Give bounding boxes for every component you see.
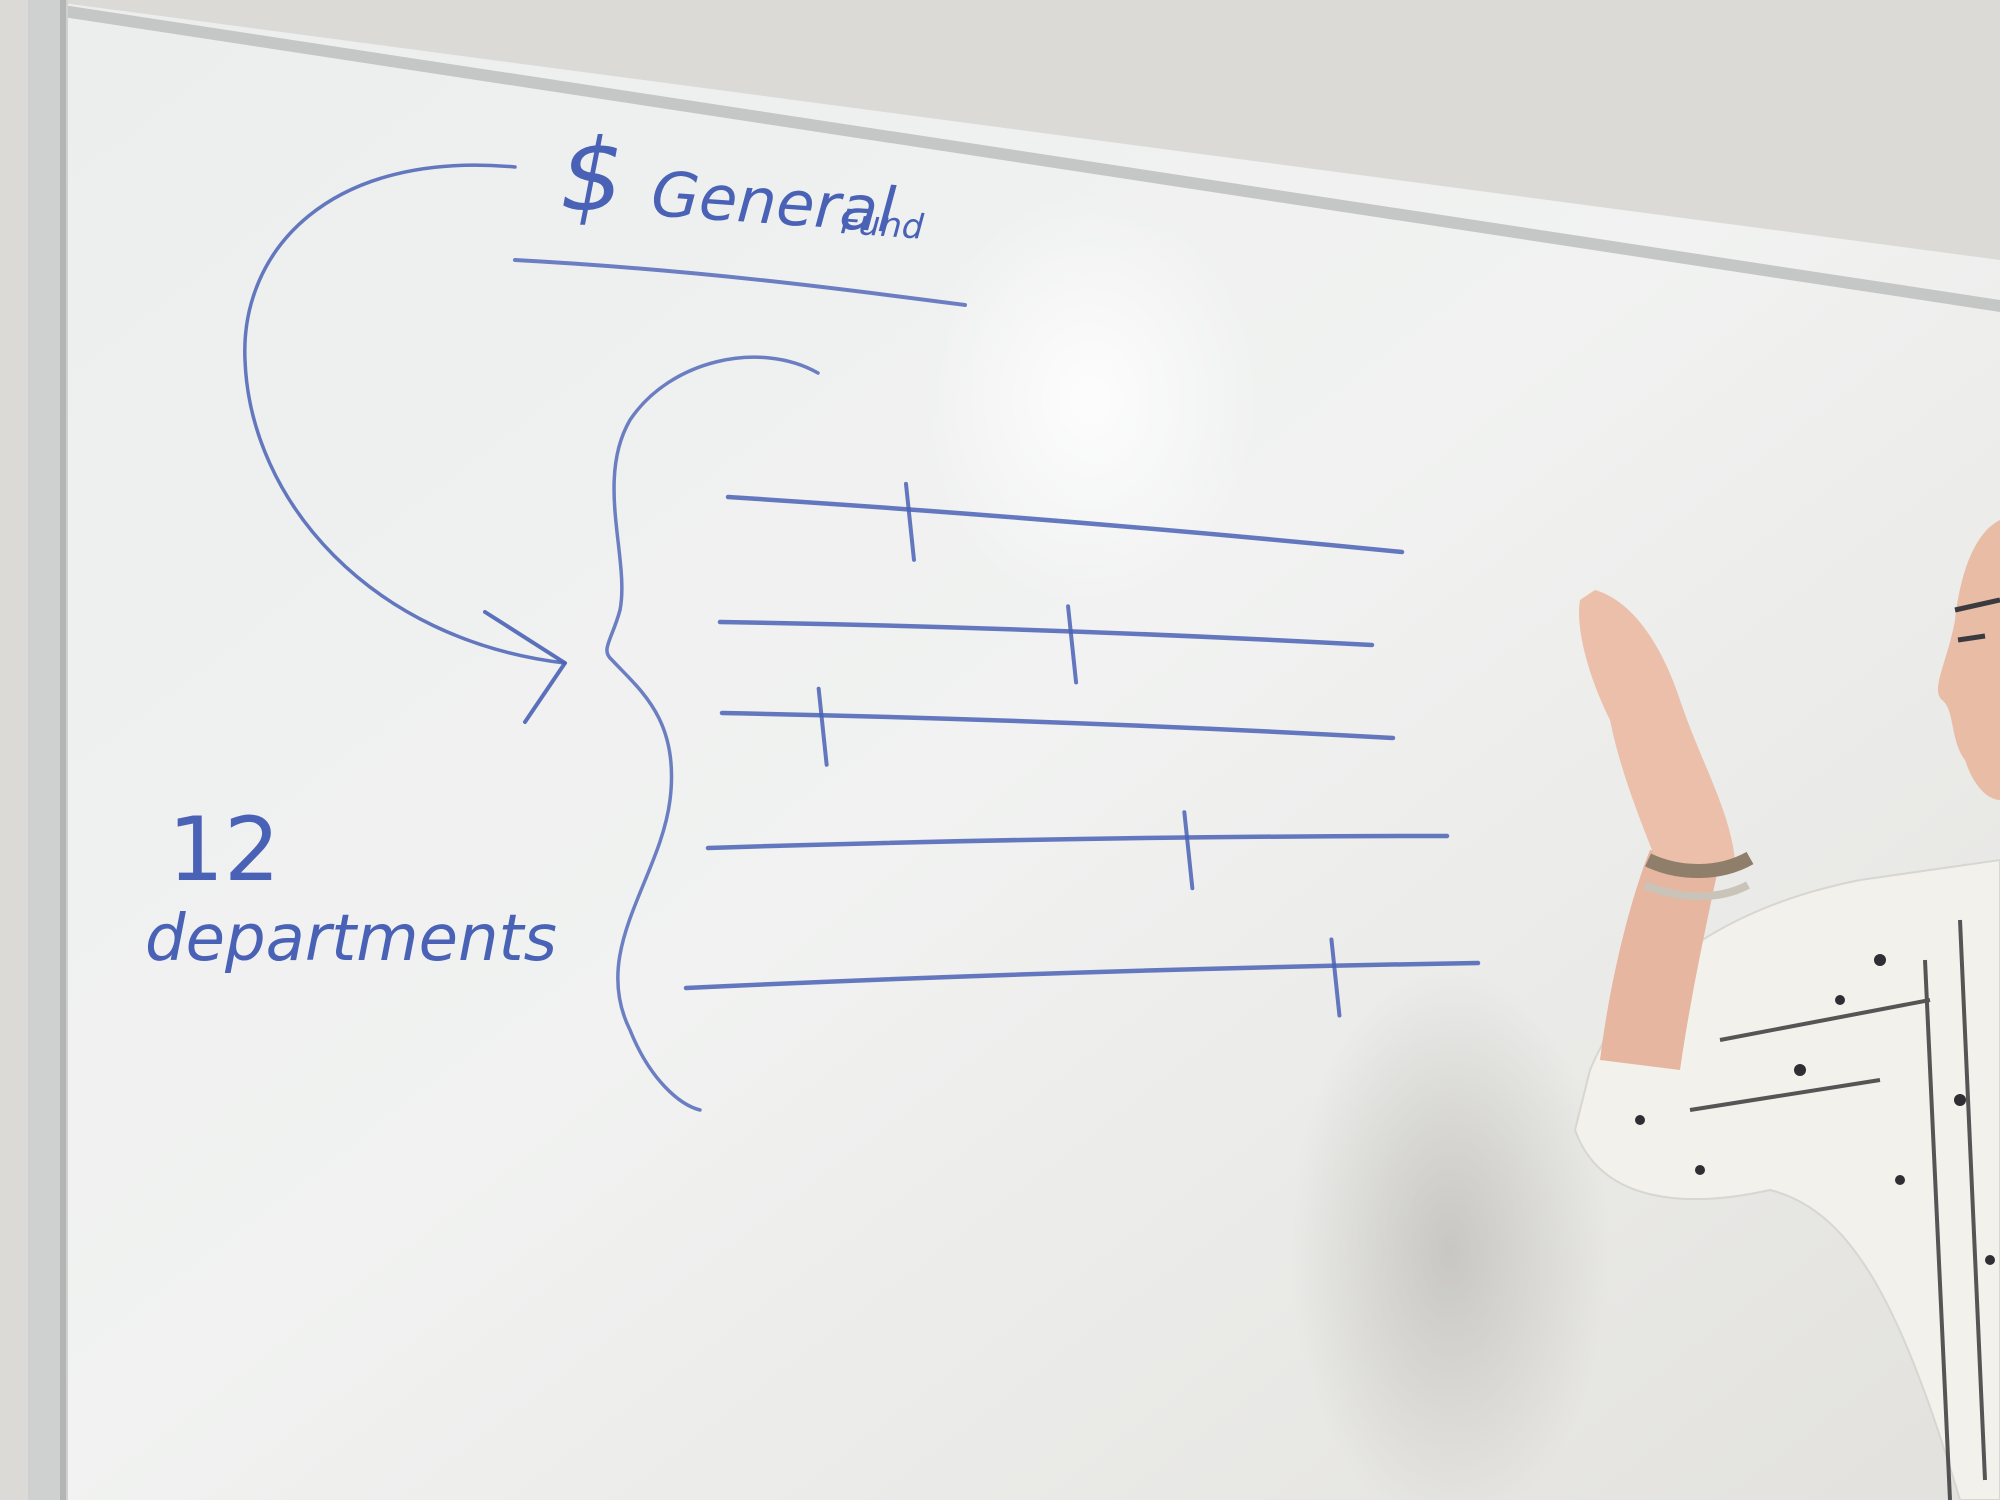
bar-line: [719, 710, 1396, 741]
bar-line: [725, 494, 1405, 555]
face: [1937, 520, 2000, 800]
bar-line: [705, 833, 1450, 851]
shirt-dots: [1635, 954, 1995, 1265]
bar-tick: [816, 686, 829, 767]
bar-tick: [1329, 937, 1342, 1018]
arrow-head: [483, 610, 567, 724]
department-count: 12: [168, 798, 280, 901]
arc-arrow: [243, 163, 567, 665]
bracelet-2: [1643, 881, 1750, 901]
shirt-stripes: [1689, 919, 1987, 1500]
bar-tick: [903, 481, 916, 562]
title-fund: Fund: [839, 202, 925, 248]
bar-line: [717, 619, 1375, 648]
forearm: [1600, 850, 1720, 1070]
title-underline: [513, 258, 967, 307]
marker-drawing: [243, 163, 967, 1112]
hand: [1579, 590, 1735, 870]
departments-label: departments: [145, 902, 557, 976]
light-glare: [920, 190, 1260, 610]
presenter: [1573, 520, 2000, 1500]
bar-tick: [1182, 810, 1195, 891]
glasses: [1954, 597, 2000, 643]
shadow: [1290, 970, 1610, 1500]
curly-brace: [605, 355, 820, 1112]
title-general: General: [649, 157, 898, 247]
bar-tick: [1066, 604, 1079, 685]
board-frame-top: [30, 0, 2000, 312]
dollar-sign: $: [560, 117, 624, 234]
bar-lines: [683, 481, 1481, 1018]
bracelet: [1645, 851, 1754, 878]
bar-line: [683, 960, 1481, 991]
